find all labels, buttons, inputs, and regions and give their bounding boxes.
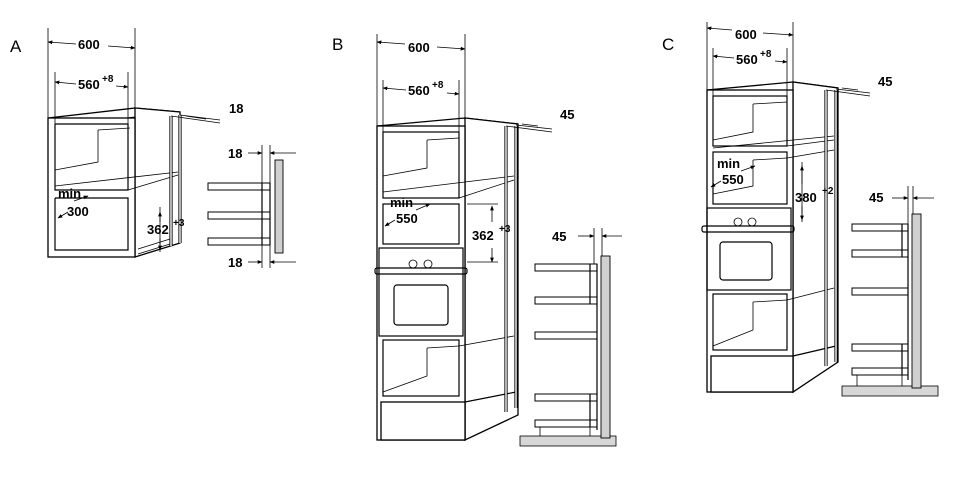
dim-c-side-gap: 45 — [869, 190, 883, 205]
cabinet-b — [374, 117, 519, 442]
dim-a-min-label: min — [58, 186, 81, 201]
section-c-letter: C — [662, 35, 674, 54]
cabinet-a — [47, 107, 182, 258]
cabinet-c — [701, 81, 839, 394]
dim-b-depth-gap: 45 — [560, 107, 574, 122]
dim-c-width-inner: 560 — [736, 52, 758, 67]
side-view-b — [519, 255, 617, 447]
dim-c-min-label: min — [717, 156, 740, 171]
section-a-letter: A — [10, 37, 22, 56]
dim-c-min-value: 550 — [722, 172, 744, 187]
dim-a-height-tol: +3 — [173, 218, 185, 229]
dim-b-height-tol: +3 — [499, 224, 511, 235]
dim-c-width-inner-tol: +8 — [760, 49, 772, 60]
dim-c-width-outer: 600 — [735, 27, 757, 42]
dim-b-min-value: 550 — [396, 211, 418, 226]
section-b: B — [332, 34, 622, 447]
dim-a-side-bottom-gap: 18 — [228, 255, 242, 270]
dim-b-min-label: min — [390, 195, 413, 210]
dim-a-depth-gap: 18 — [229, 101, 243, 116]
dim-a-width-outer: 600 — [78, 37, 100, 52]
section-c: C — [662, 22, 939, 397]
dim-a-width-inner-tol: +8 — [102, 74, 114, 85]
dim-c-depth-gap: 45 — [878, 74, 892, 89]
dim-b-width-outer: 600 — [408, 40, 430, 55]
dim-c-height: 380 — [795, 190, 817, 205]
dim-b-height: 362 — [472, 228, 494, 243]
dim-a-side-top-gap: 18 — [228, 146, 242, 161]
dim-b-width-inner: 560 — [408, 83, 430, 98]
dim-b-width-inner-tol: +8 — [432, 80, 444, 91]
dim-a-height: 362 — [147, 222, 169, 237]
section-a: A 600 560 +8 — [10, 28, 296, 270]
side-view-a — [207, 159, 284, 254]
dim-c-height-tol: +2 — [822, 186, 834, 197]
dim-b-side-gap: 45 — [552, 229, 566, 244]
dim-a-min-value: 300 — [67, 204, 89, 219]
section-b-letter: B — [332, 35, 343, 54]
dim-a-width-inner: 560 — [78, 77, 100, 92]
side-view-c — [841, 213, 939, 397]
